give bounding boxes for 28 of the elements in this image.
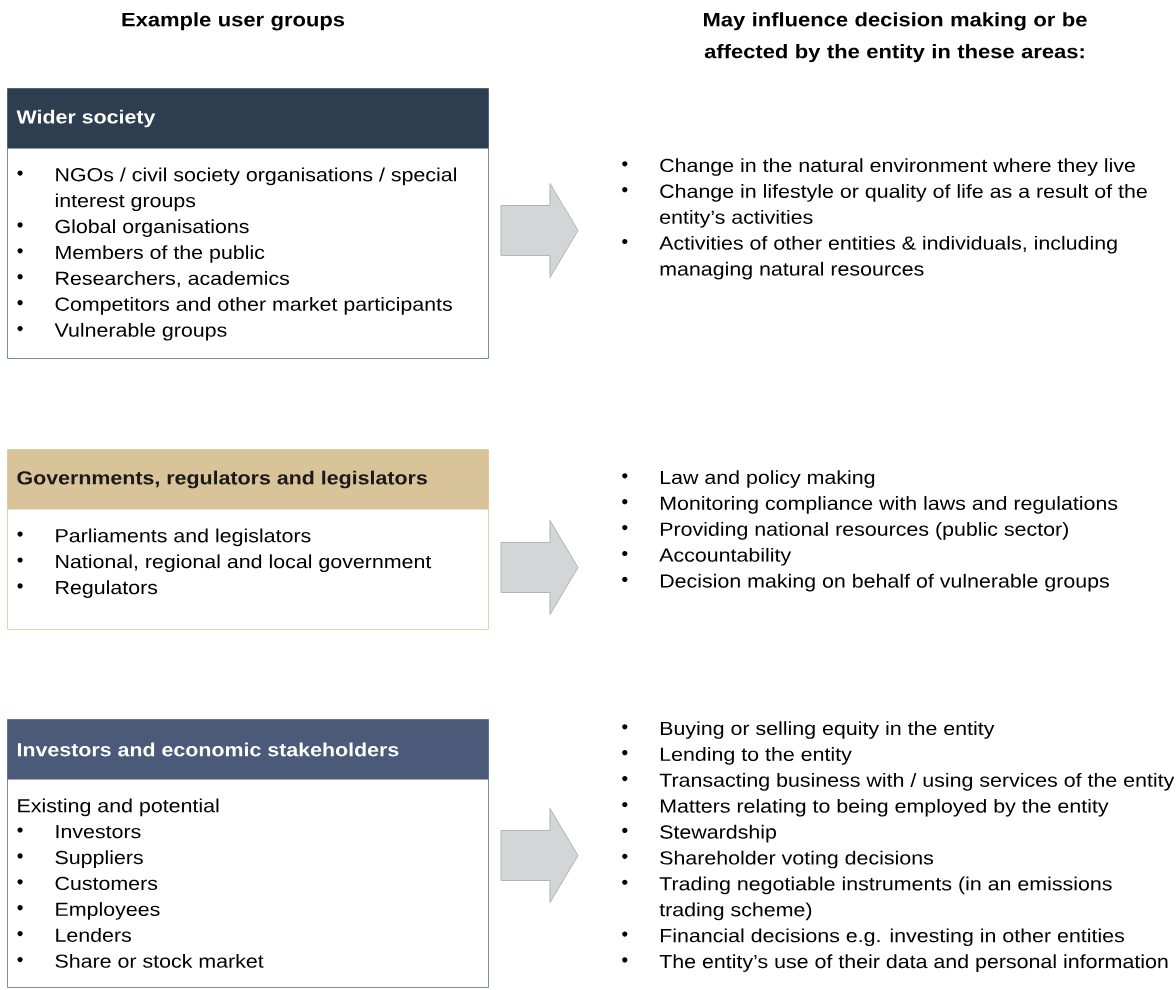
column-heading: May influence decision making or be affected by the entity in these areas: [704, 12, 1087, 63]
node-label: Lending to the entity [660, 747, 852, 765]
block-arrow [500, 183, 579, 278]
node-label: Providing national resources (public sector) [660, 522, 1068, 540]
node-label: Change in the natural environment where they live [660, 158, 1135, 176]
node-label: Activities of other entities & individuals, including managing natural resources [659, 235, 1117, 280]
node-label: Matters relating to being employed by the entity [660, 798, 1109, 817]
block-arrow [500, 808, 579, 903]
node-label: Law and policy making [660, 470, 875, 488]
node-label: Transacting business with / using services of the entity [659, 773, 1175, 791]
block-arrow [500, 520, 579, 615]
node-label: Accountability [659, 547, 792, 566]
bullet-list: Buying or selling equity in the entity Lending to the entity Transacting business with / using services of the entity Matters relating to being employed by the entity Stewardship Shareholder voting decisions Trading negotiable instruments (in an emissions trading scheme) Financial decisions e.g. investing in other entities The entity’s use of their data and personal information [622, 721, 1175, 972]
bullet-list: Change in the natural environment where they live Change in lifestyle or quality of life as a result of the entity’s activities Activities of other entities & individuals, including managing natural resources [622, 158, 1147, 280]
node-label: Monitoring compliance with laws and regulations [660, 496, 1118, 514]
node-label: Financial decisions e.g. investing in other entities [660, 928, 1125, 947]
group-box: Wider society NGOs / civil society organisations / special interest groups Global organisations Members of the public Researchers, academics Competitors and other market participants Vulnerable groups [7, 88, 489, 359]
group-box: Governments, regulators and legislators Parliaments and legislators National, regional and local government Regulators [7, 449, 489, 630]
bullet-list: Law and policy making Monitoring compliance with laws and regulations Providing national resources (public sector) Accountability Decision making on behalf of vulnerable groups [622, 470, 1118, 592]
node-label: Shareholder voting decisions [660, 850, 934, 869]
node-label: Trading negotiable instruments (in an emissions trading scheme) [659, 876, 1112, 921]
column-heading: Example user groups [122, 12, 345, 31]
node-label: The entity’s use of their data and personal information [659, 954, 1168, 972]
node-label: Decision making on behalf of vulnerable groups [660, 573, 1109, 592]
node-label: Buying or selling equity in the entity [660, 721, 995, 739]
node-label: Change in lifestyle or quality of life as a result of the entity’s activities [660, 184, 1147, 228]
node-label: Stewardship [660, 824, 776, 843]
group-box: Investors and economic stakeholders Existing and potential Investors Suppliers Customers Employees Lenders Share or stock market [7, 719, 489, 988]
